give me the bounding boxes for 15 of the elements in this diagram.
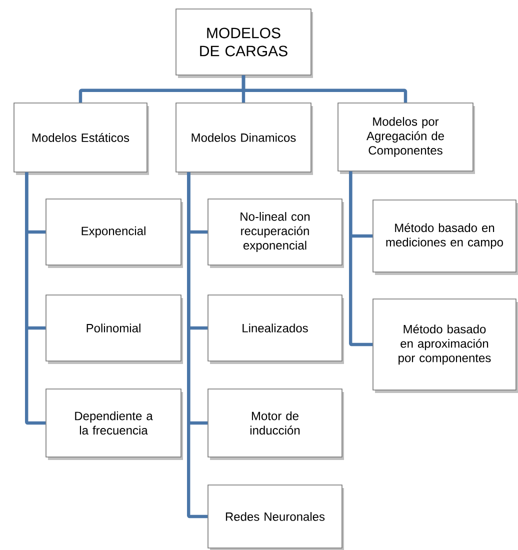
- category-box: Redes Neuronales: [208, 484, 344, 550]
- category-box: Exponencial: [46, 198, 183, 268]
- connector-line: [349, 171, 373, 346]
- category-box: Modelos por Agregación de Componentes: [338, 102, 475, 174]
- category-box: Polinomial: [46, 294, 183, 364]
- category-box: Modelos Estáticos: [14, 102, 149, 175]
- category-box: MODELOS DE CARGAS: [176, 8, 313, 78]
- category-box: Modelos Dinamicos: [176, 102, 313, 175]
- category-box: No-lineal con recuperación exponencial: [208, 198, 344, 268]
- category-box: Método basado en mediciones en campo: [372, 200, 518, 275]
- category-box: Método basado en aproximación por componentes: [372, 298, 518, 393]
- category-box: Dependiente a la frecuencia: [46, 388, 183, 460]
- connector-line: [242, 75, 408, 103]
- category-box: Linealizados: [208, 294, 344, 364]
- category-box: Motor de inducción: [208, 388, 344, 460]
